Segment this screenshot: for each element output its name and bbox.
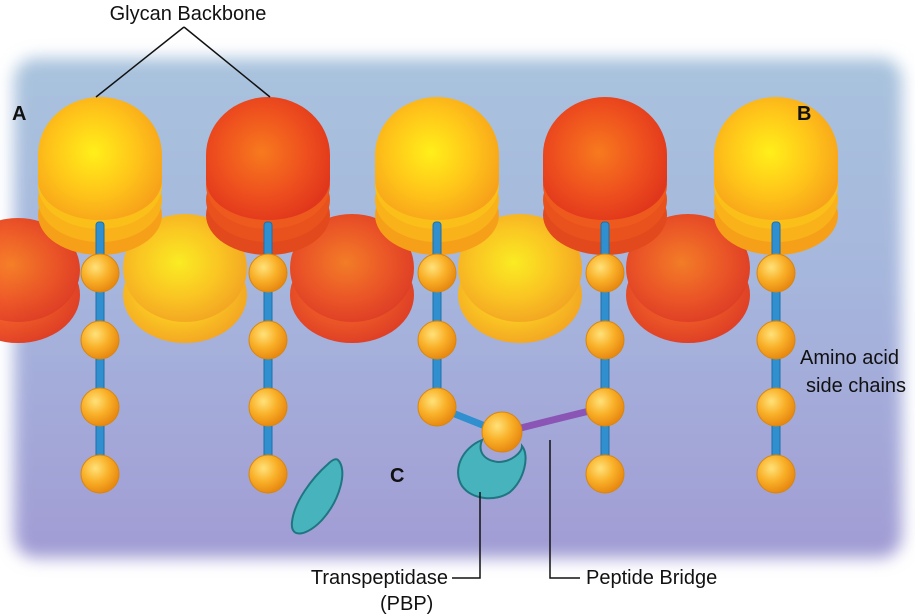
point-c-label: C	[390, 465, 404, 487]
glycan-backbone-label: Glycan Backbone	[110, 3, 267, 25]
transpeptidase-label-line1: Transpeptidase	[311, 567, 448, 589]
glycan-front-row	[38, 97, 838, 255]
transpeptidase-label-line2: (PBP)	[380, 593, 433, 615]
glycan-unit	[123, 214, 247, 343]
peptide-bridge-label: Peptide Bridge	[586, 567, 717, 589]
transpeptidase-free	[290, 458, 344, 535]
glycan-unit	[290, 214, 414, 343]
glycan-stack	[206, 97, 330, 255]
glycan-back-row	[0, 214, 750, 343]
point-b-label: B	[797, 103, 811, 125]
amino-acid-balls	[80, 253, 796, 494]
glycan-stack	[714, 97, 838, 255]
leader-lines	[95, 26, 580, 579]
amino-acid-label-line1: Amino acid	[800, 347, 899, 369]
glycan-stack	[543, 97, 667, 255]
transpeptidase-bound	[457, 438, 527, 500]
glycan-unit	[626, 214, 750, 343]
amino-acid-label-line2: side chains	[806, 375, 906, 397]
glycan-unit	[458, 214, 582, 343]
glycan-stack	[38, 97, 162, 255]
glycan-stack	[375, 97, 499, 255]
point-a-label: A	[12, 103, 26, 125]
